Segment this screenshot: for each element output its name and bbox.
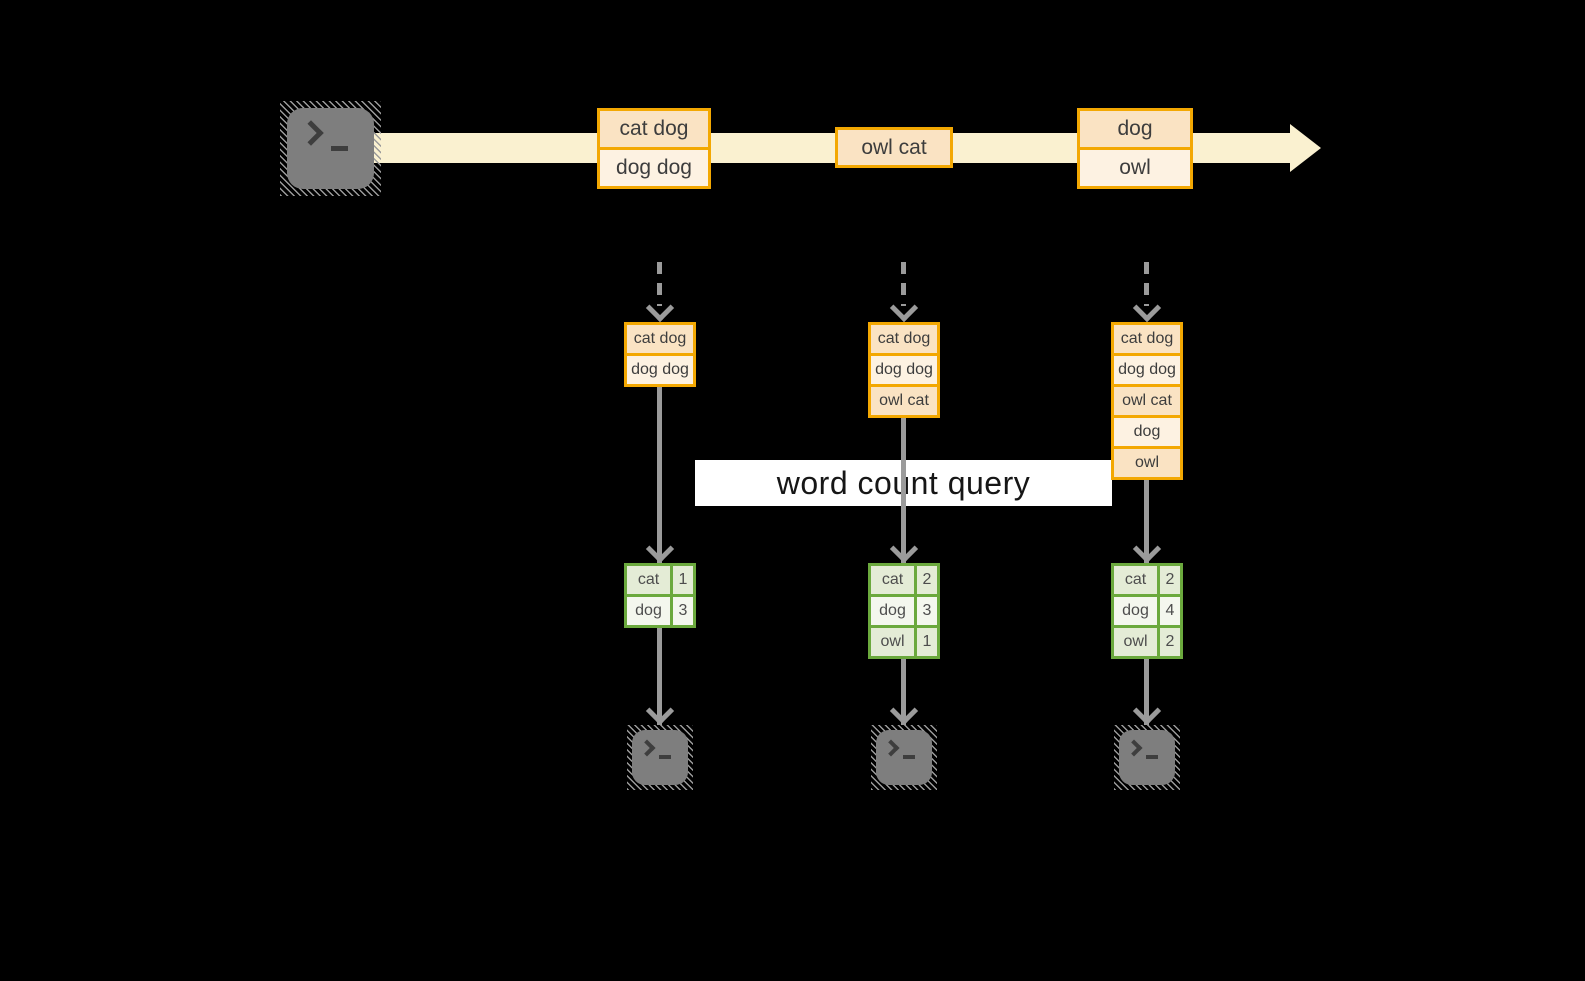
word-cell: dog <box>871 597 914 625</box>
microbatch-arrow-stem <box>901 262 906 306</box>
word-cell: owl <box>1114 628 1157 656</box>
stream-record: dog <box>1080 111 1190 150</box>
microbatch-arrow-stem <box>1144 262 1149 306</box>
count-cell: 4 <box>1160 597 1180 625</box>
query-arrow-stem <box>657 387 662 563</box>
query-arrowhead-icon <box>645 534 675 564</box>
word-cell: cat <box>871 566 914 594</box>
word-cell: cat <box>1114 566 1157 594</box>
microbatch-arrow-stem <box>657 262 662 306</box>
prompt-chevron-icon <box>1125 739 1143 757</box>
input-record: cat dog <box>871 325 937 356</box>
count-cell: 1 <box>673 566 693 594</box>
prompt-chevron-icon <box>882 739 900 757</box>
input-table-1: cat dog dog dog <box>624 322 696 387</box>
output-arrow-stem <box>1144 659 1149 725</box>
prompt-chevron-icon <box>298 120 324 146</box>
input-record: owl cat <box>1114 387 1180 418</box>
word-cell: dog <box>1114 597 1157 625</box>
input-record: owl cat <box>871 387 937 415</box>
input-record: dog <box>1114 418 1180 449</box>
result-table-2: cat 2 dog 3 owl 1 <box>868 563 940 659</box>
count-cell: 3 <box>673 597 693 625</box>
output-arrowhead-icon <box>1132 696 1162 726</box>
word-cell: cat <box>627 566 670 594</box>
microbatch-arrowhead-icon <box>889 293 919 323</box>
count-cell: 2 <box>1160 628 1180 656</box>
terminal-body <box>287 108 374 189</box>
input-table-3: cat dog dog dog owl cat dog owl <box>1111 322 1183 480</box>
count-cell: 2 <box>917 566 937 594</box>
stream-batch-2: owl cat <box>835 127 953 168</box>
stream-record: owl cat <box>838 130 950 165</box>
output-arrowhead-icon <box>645 696 675 726</box>
prompt-cursor-icon <box>658 755 671 760</box>
input-record: dog dog <box>871 356 937 387</box>
stream-record: dog dog <box>600 150 708 186</box>
output-arrow-stem <box>901 659 906 725</box>
stream-batch-1: cat dog dog dog <box>597 108 711 189</box>
terminal-output-icon <box>871 725 937 790</box>
count-cell: 1 <box>917 628 937 656</box>
word-cell: owl <box>871 628 914 656</box>
prompt-cursor-icon <box>330 146 348 152</box>
stream-batch-3: dog owl <box>1077 108 1193 189</box>
query-arrow-stem <box>901 418 906 563</box>
input-record: dog dog <box>1114 356 1180 387</box>
query-arrowhead-icon <box>889 534 919 564</box>
terminal-body <box>1119 730 1175 785</box>
output-arrow-stem <box>657 628 662 725</box>
result-table-1: cat 1 dog 3 <box>624 563 696 628</box>
query-arrow-stem <box>1144 480 1149 563</box>
prompt-cursor-icon <box>902 755 915 760</box>
terminal-body <box>632 730 688 785</box>
input-table-2: cat dog dog dog owl cat <box>868 322 940 418</box>
terminal-output-icon <box>1114 725 1180 790</box>
input-record: owl <box>1114 449 1180 477</box>
microbatch-arrowhead-icon <box>645 293 675 323</box>
count-cell: 2 <box>1160 566 1180 594</box>
stream-record: cat dog <box>600 111 708 150</box>
output-arrowhead-icon <box>889 696 919 726</box>
query-arrowhead-icon <box>1132 534 1162 564</box>
word-cell: dog <box>627 597 670 625</box>
stream-arrowhead-icon <box>1290 124 1321 172</box>
microbatch-arrowhead-icon <box>1132 293 1162 323</box>
input-record: cat dog <box>627 325 693 356</box>
count-cell: 3 <box>917 597 937 625</box>
input-record: dog dog <box>627 356 693 384</box>
terminal-output-icon <box>627 725 693 790</box>
terminal-body <box>876 730 932 785</box>
prompt-chevron-icon <box>638 739 656 757</box>
terminal-source-icon <box>280 101 381 196</box>
prompt-cursor-icon <box>1145 755 1158 760</box>
result-table-3: cat 2 dog 4 owl 2 <box>1111 563 1183 659</box>
input-record: cat dog <box>1114 325 1180 356</box>
stream-record: owl <box>1080 150 1190 186</box>
